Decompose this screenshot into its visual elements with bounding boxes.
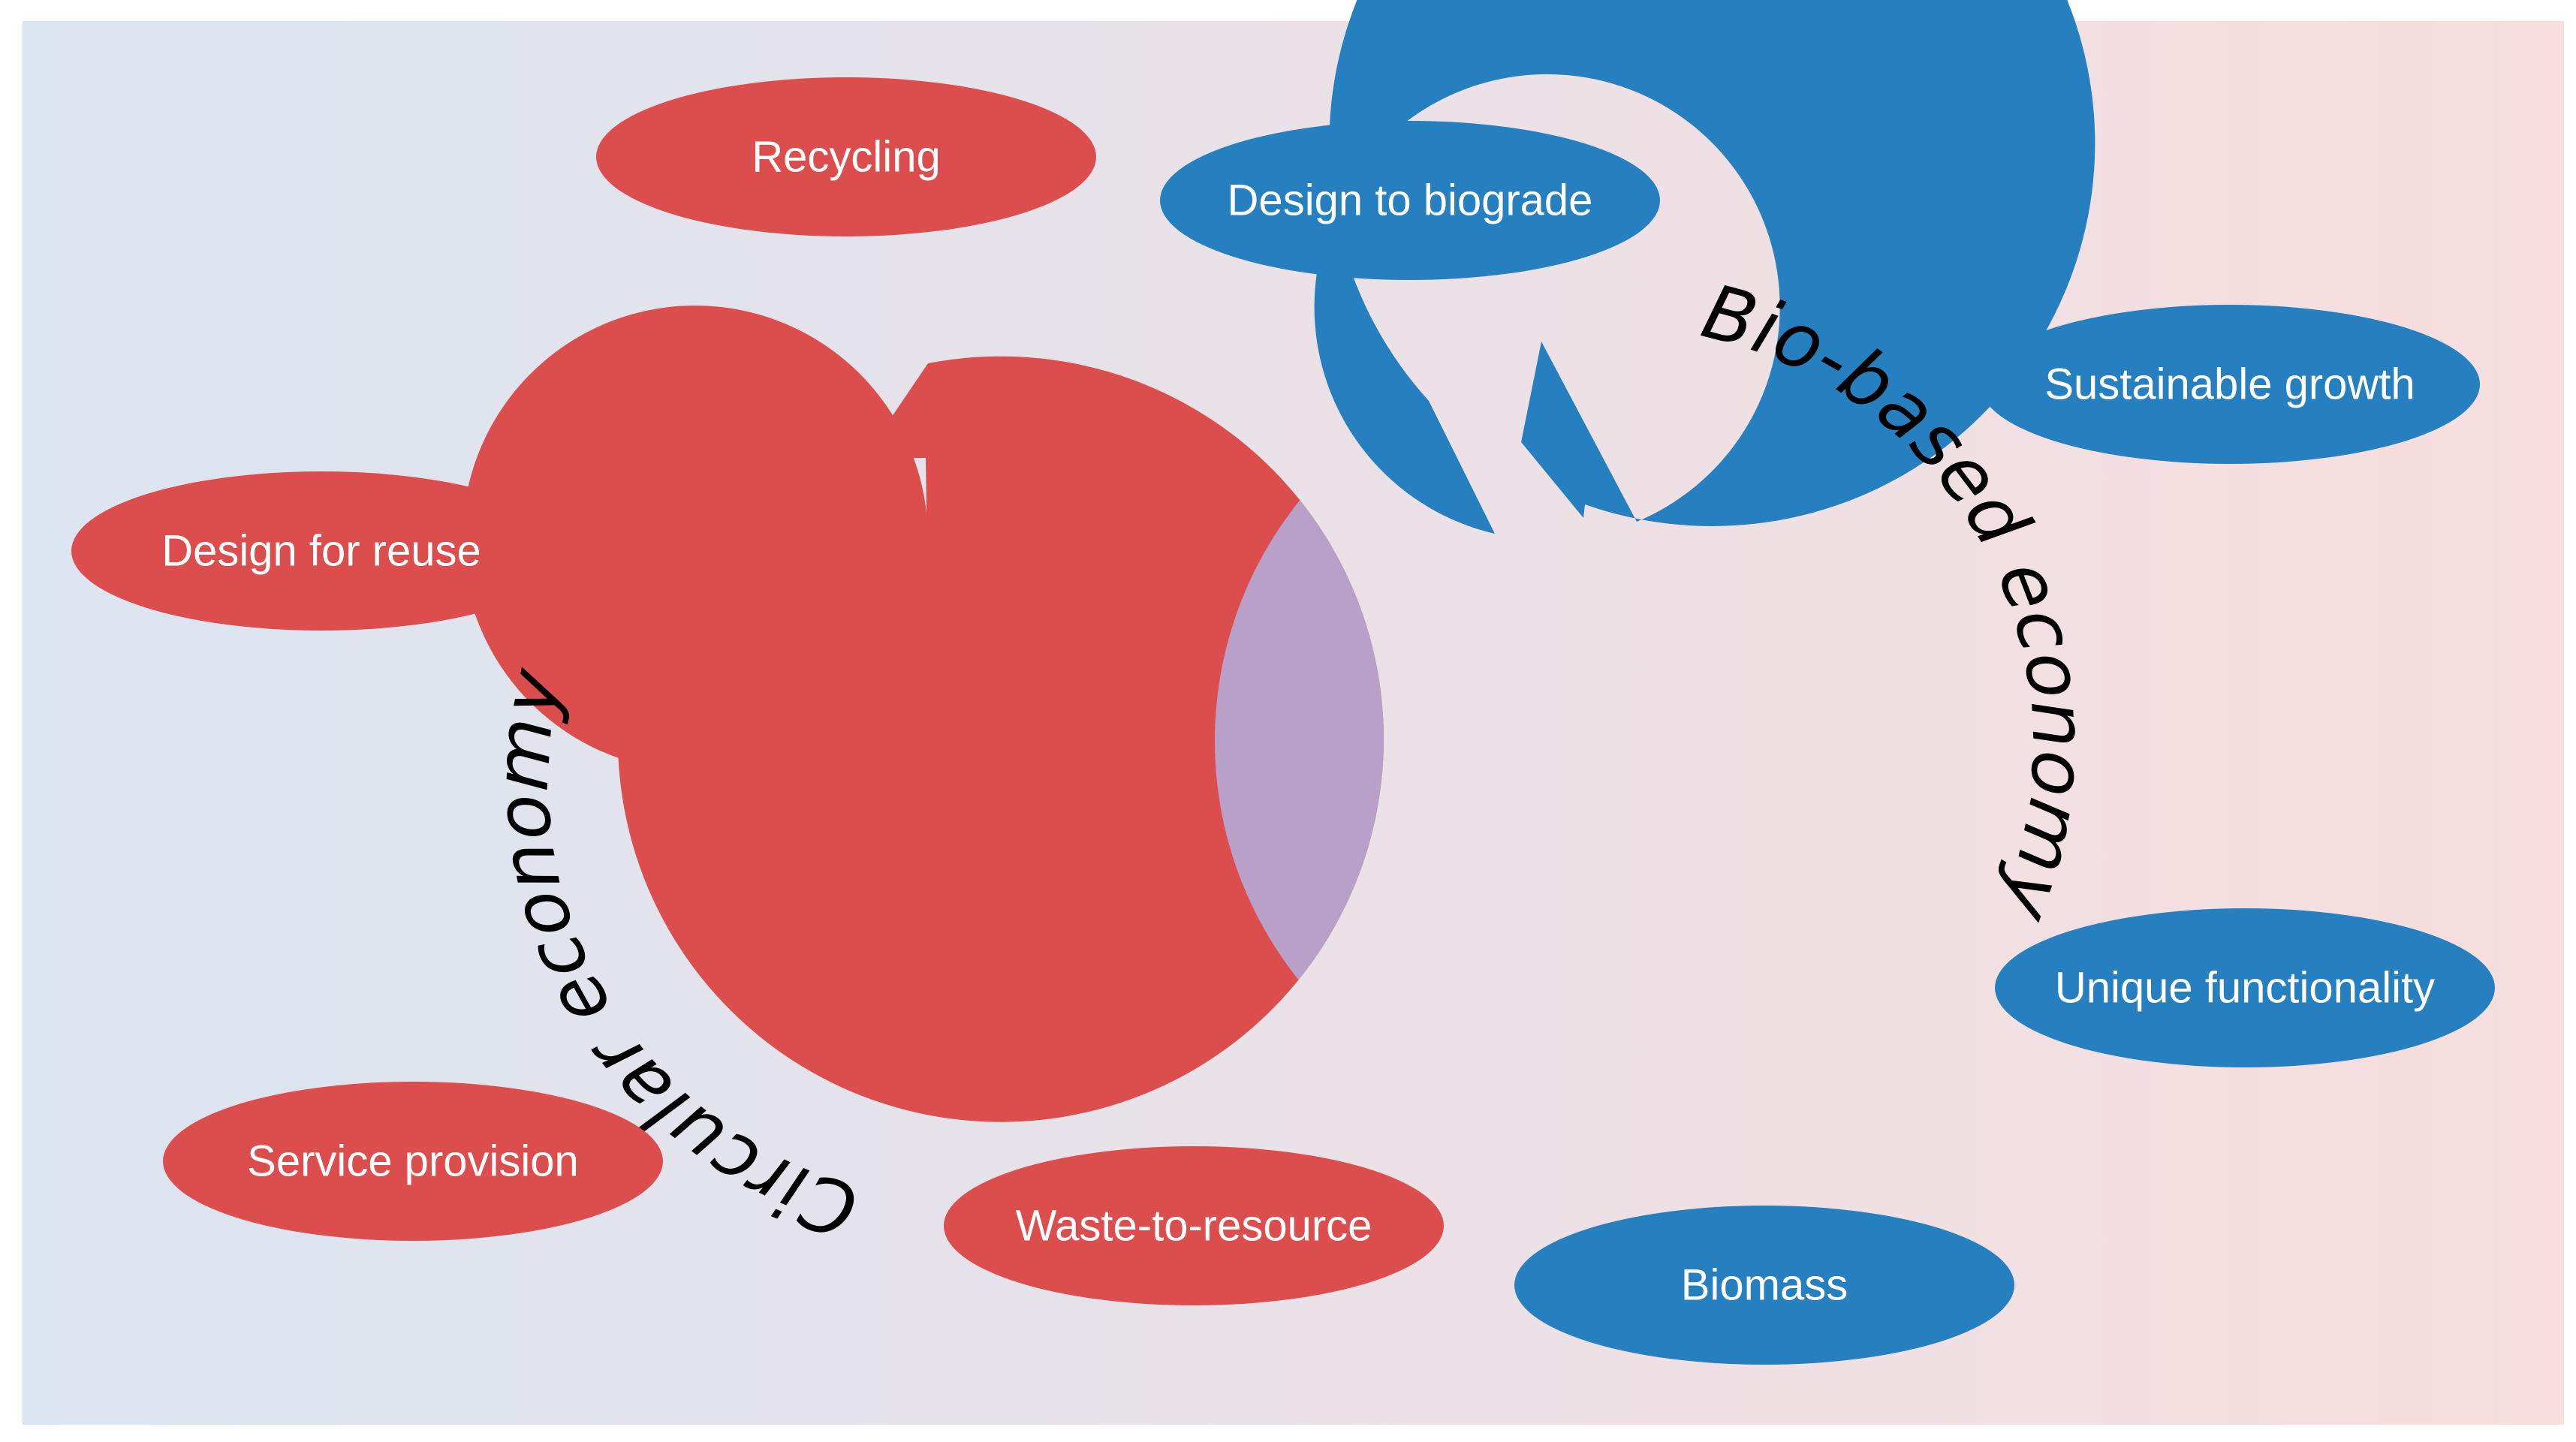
concept-service-provision: Service provision — [163, 1082, 663, 1241]
concept-waste-to-resource: Waste-to-resource — [944, 1146, 1444, 1305]
concept-unique-functionality: Unique functionality — [1995, 908, 2495, 1067]
concept-label: Design for reuse — [161, 527, 481, 576]
concept-label: Unique functionality — [2055, 964, 2435, 1013]
concept-label: Waste-to-resource — [1016, 1202, 1372, 1251]
concept-label: Biomass — [1681, 1261, 1848, 1310]
concept-label: Service provision — [247, 1137, 579, 1186]
concept-pill — [944, 1146, 1444, 1305]
concept-label: Design to biograde — [1228, 176, 1593, 225]
concept-biomass: Biomass — [1514, 1206, 2014, 1365]
circular-economy-cycle-arrow — [462, 306, 1384, 1122]
concept-pill — [1514, 1206, 2014, 1365]
biobased-economy-cycle-arrow — [1314, 0, 2095, 534]
concept-design-to-biograde: Design to biograde — [1160, 121, 1660, 280]
concept-pill — [1160, 121, 1660, 280]
concept-pill — [163, 1082, 663, 1241]
concept-label: Recycling — [752, 133, 940, 182]
concept-label: Sustainable growth — [2044, 360, 2415, 409]
concept-pill — [596, 77, 1096, 236]
concept-pill — [1980, 305, 2480, 464]
concept-recycling: Recycling — [596, 77, 1096, 236]
concept-design-for-reuse: Design for reuse — [71, 471, 571, 631]
concept-sustainable-growth: Sustainable growth — [1980, 305, 2480, 464]
concept-pill — [1995, 908, 2495, 1067]
concept-pill — [71, 471, 571, 631]
